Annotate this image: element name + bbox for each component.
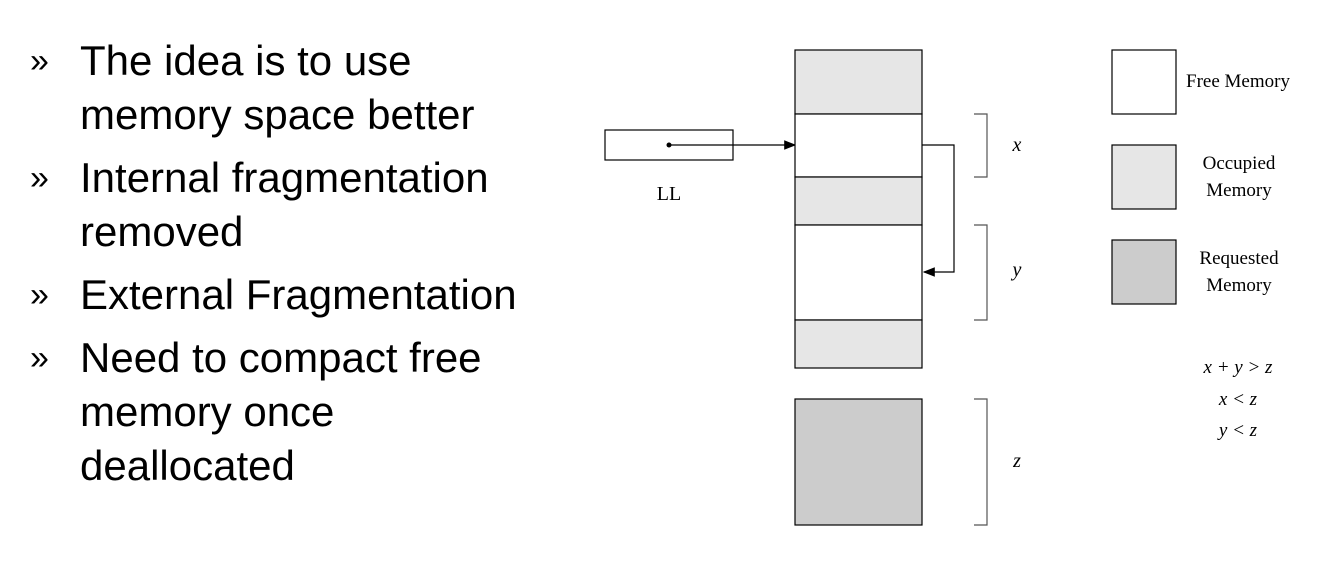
bullet-text: The idea is to use memory space better [80,34,475,142]
link-arrow [922,144,955,277]
legend-label-requested-2: Memory [1206,275,1272,296]
free-block-y [794,224,923,321]
occupied-block [794,319,923,369]
condition-x: x < z [1218,389,1258,410]
bullet-list: » The idea is to use memory space better… [30,34,590,502]
bullet-line: Internal fragmentation [80,154,489,201]
brace-x [974,113,988,178]
legend-label-free: Free Memory [1186,71,1290,92]
bullet-line: The idea is to use [80,37,412,84]
bullet-line: memory space better [80,91,475,138]
legend-label-occupied-2: Memory [1206,180,1272,201]
bullet-marker: » [30,159,49,197]
bullet-marker: » [30,42,49,80]
brace-label-z: z [1012,450,1021,472]
legend-swatch-occupied [1111,144,1177,210]
free-block-x [794,113,923,178]
bullet-text: Internal fragmentation removed [80,151,489,259]
bullet-item: » Need to compact free memory once deall… [30,331,590,493]
occupied-block [794,176,923,226]
brace-z [974,398,988,526]
bullet-line: memory once [80,388,335,435]
bullet-item: » The idea is to use memory space better [30,34,590,142]
legend-swatch-requested [1111,239,1177,305]
requested-block [794,398,923,526]
brace-y [974,224,988,321]
bullet-line: deallocated [80,442,295,489]
bullet-item: » External Fragmentation [30,268,590,322]
condition-sum: x + y > z [1203,357,1274,378]
legend-label-occupied-1: Occupied [1203,153,1276,174]
bullet-text: Need to compact free memory once dealloc… [80,331,482,493]
brace-label-y: y [1011,259,1022,281]
bullet-text: External Fragmentation [80,268,517,322]
pointer-label: LL [657,183,681,205]
bullet-line: removed [80,208,244,255]
condition-y: y < z [1217,420,1258,441]
legend-label-requested-1: Requested [1199,248,1279,269]
bullet-marker: » [30,339,49,377]
bullet-marker: » [30,276,49,314]
brace-label-x: x [1012,134,1022,156]
bullet-line: Need to compact free [80,334,482,381]
bullet-item: » Internal fragmentation removed [30,151,590,259]
occupied-block [794,49,923,115]
bullet-line: External Fragmentation [80,271,517,318]
legend-swatch-free [1111,49,1177,115]
